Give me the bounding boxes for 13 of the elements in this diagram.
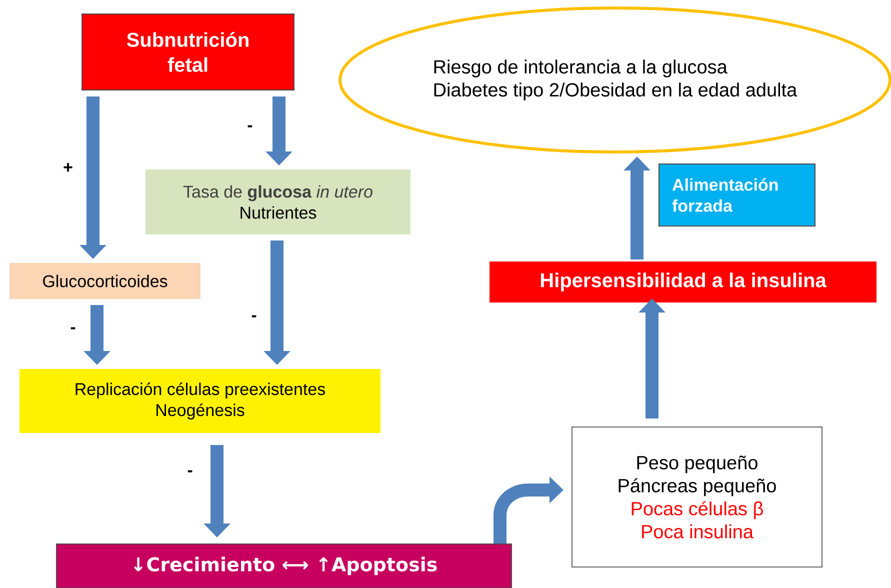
edge-label: + (62, 162, 74, 174)
edge-label: - (186, 469, 194, 477)
edge-label: - (250, 314, 258, 322)
edge-label: - (246, 124, 254, 132)
process-box: ↓Crecimiento ⟷ ↑Apoptosis (56, 543, 512, 588)
process-box: Hipersensibilidad a la insulina (490, 262, 876, 302)
process-box: Tasa de glucosa in utero Nutrientes (146, 169, 410, 234)
process-box: Glucocorticoides (10, 262, 200, 299)
note-box: Alimentación forzada (658, 164, 816, 226)
process-box: Peso pequeño Páncreas pequeño Pocas células β Poca insulina (572, 426, 822, 568)
process-box: Subnutrición fetal (82, 14, 294, 90)
process-box: Replicación células preexistentes Neogénesis (20, 368, 380, 433)
edge-label: - (69, 326, 77, 334)
